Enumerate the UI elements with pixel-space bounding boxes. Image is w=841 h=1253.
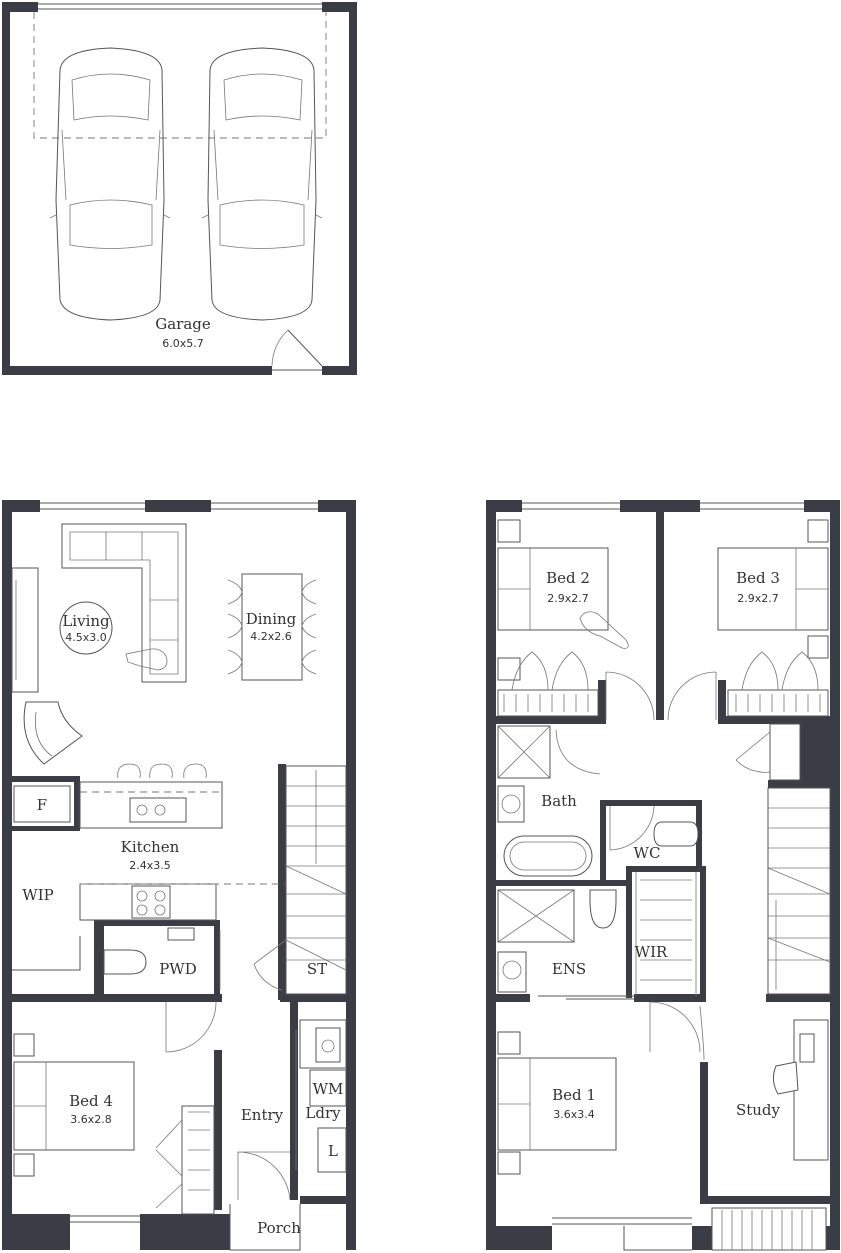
kitchen-label: Kitchen [121,838,180,856]
dining-label: Dining [246,610,297,628]
stairs [767,807,831,990]
garage-label: Garage [155,315,211,333]
garage-plan: Garage 6.0x5.7 [2,2,357,375]
dining-dims: 4.2x2.6 [250,630,292,643]
l-label: L [328,1142,338,1160]
upper-floor-plan: Bed 2 2.9x2.7 Bed 3 2.9x2.7 Bath WC WIR … [486,500,840,1251]
ground-floor-plan: F [2,500,356,1251]
bed2-label: Bed 2 [546,569,590,587]
wc-label: WC [634,844,661,862]
bath-label: Bath [541,792,577,810]
dining-chairs [227,579,317,675]
bed1-label: Bed 1 [552,1086,596,1104]
bed4-label: Bed 4 [69,1092,113,1110]
bed3-dims: 2.9x2.7 [737,592,779,605]
car-icon [201,47,323,321]
wm-label: WM [313,1080,344,1098]
armchair-icon [23,701,83,765]
ldry-label: Ldry [305,1104,341,1122]
living-dims: 4.5x3.0 [65,631,107,644]
entry-label: Entry [241,1106,284,1124]
bed2-dims: 2.9x2.7 [547,592,589,605]
person-icon [125,648,168,671]
garage-dims: 6.0x5.7 [162,337,204,350]
car-icon [49,47,171,321]
living-label: Living [62,612,110,630]
chair-icon [772,1061,799,1095]
wir-label: WIR [635,943,668,961]
balcony-slats [721,1210,813,1250]
kitchen-dims: 2.4x3.5 [129,859,171,872]
st-label: ST [307,960,327,978]
porch-label: Porch [257,1219,301,1237]
wip-label: WIP [22,886,53,904]
bed4-dims: 3.6x2.8 [70,1113,112,1126]
ens-label: ENS [552,960,586,978]
stairs [285,770,347,971]
person-icon [579,611,629,649]
bed1-dims: 3.6x3.4 [553,1108,595,1121]
pwd-label: PWD [159,960,197,978]
fridge-label: F [37,796,47,814]
study-label: Study [736,1101,781,1119]
bed3-label: Bed 3 [736,569,780,587]
